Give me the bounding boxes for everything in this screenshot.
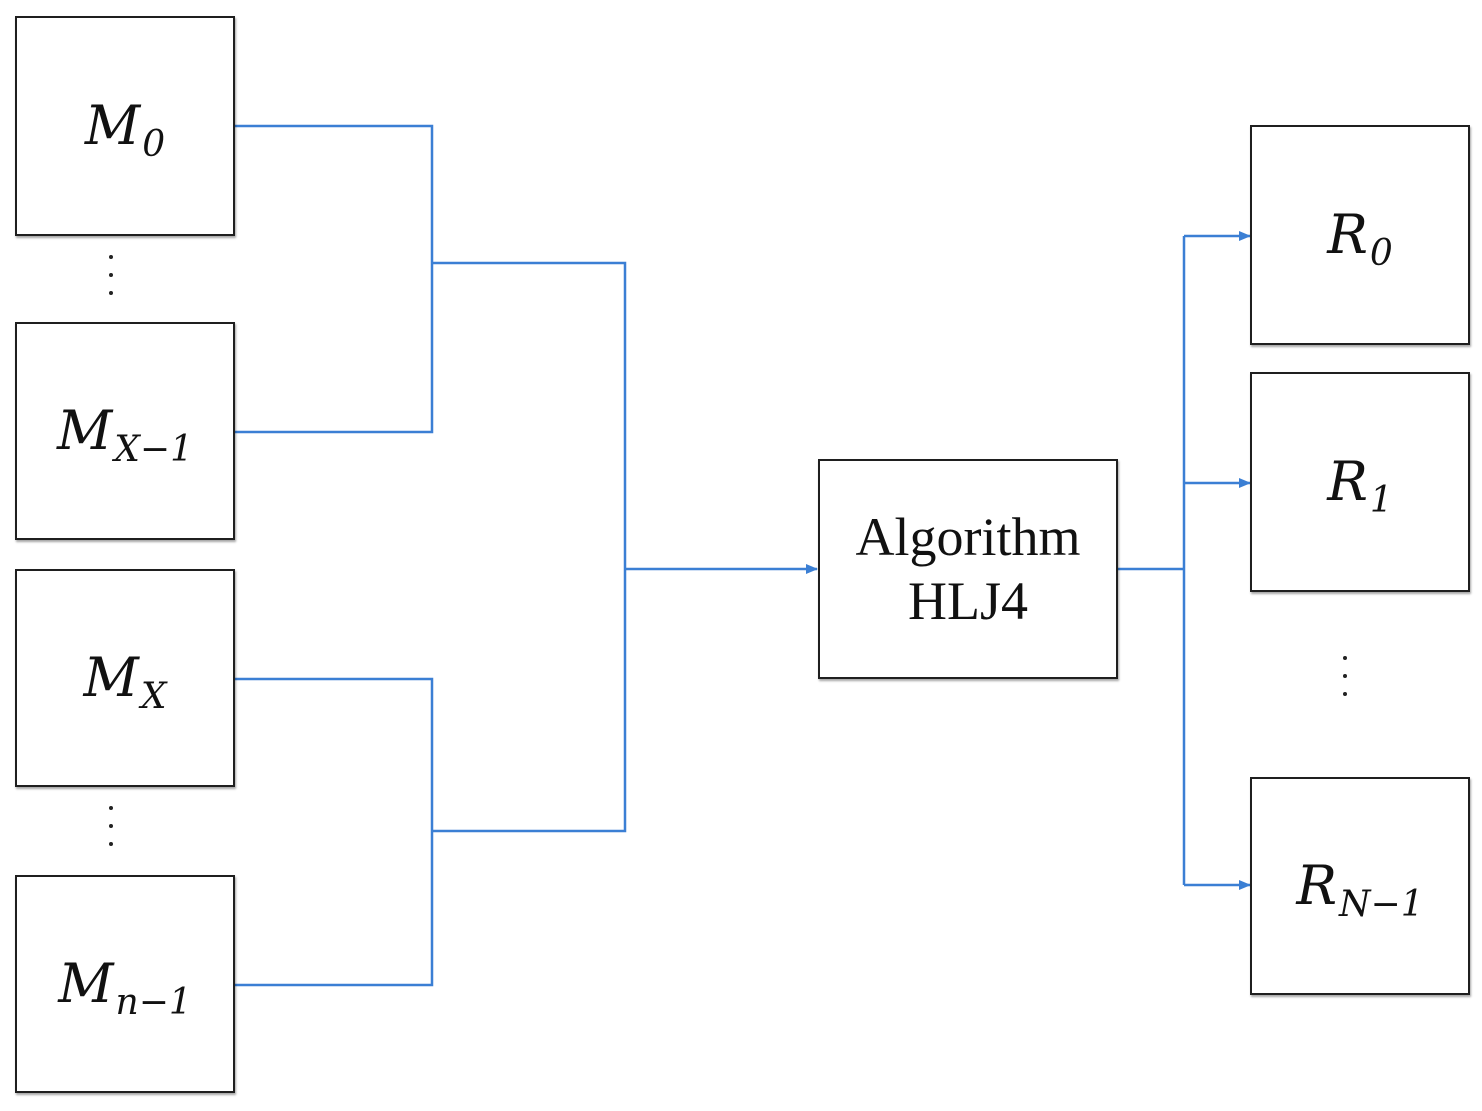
wire-mx-1 xyxy=(235,263,434,434)
input-label: M0 xyxy=(84,94,166,165)
algorithm-box: Algorithm HLJ4 xyxy=(818,459,1118,679)
input-label: MX−1 xyxy=(57,399,193,470)
input-box-mn-1: Mn−1 xyxy=(15,875,235,1093)
input-box-mx: MX xyxy=(15,569,235,787)
output-box-r1: R1 xyxy=(1250,372,1470,592)
wire-upper-merge xyxy=(432,261,627,569)
output-box-r0: R0 xyxy=(1250,125,1470,345)
wire-mx xyxy=(235,677,434,831)
ellipsis-outputs xyxy=(1341,656,1349,696)
output-label: R0 xyxy=(1327,203,1393,274)
algorithm-label: Algorithm HLJ4 xyxy=(856,505,1081,633)
algorithm-line-1: Algorithm xyxy=(855,507,1081,567)
output-label: RN−1 xyxy=(1296,854,1424,925)
input-box-mx-1: MX−1 xyxy=(15,322,235,540)
input-label: MX xyxy=(83,646,167,717)
wire-lower-merge xyxy=(432,569,627,833)
wire-m0 xyxy=(235,124,434,263)
output-label: R1 xyxy=(1327,450,1393,521)
input-label: Mn−1 xyxy=(58,952,192,1023)
wire-mn-1 xyxy=(235,831,434,987)
ellipsis-upper xyxy=(107,255,115,295)
input-box-m0: M0 xyxy=(15,16,235,236)
algorithm-line-2: HLJ4 xyxy=(908,571,1028,631)
output-box-rn-1: RN−1 xyxy=(1250,777,1470,995)
ellipsis-lower xyxy=(107,806,115,846)
